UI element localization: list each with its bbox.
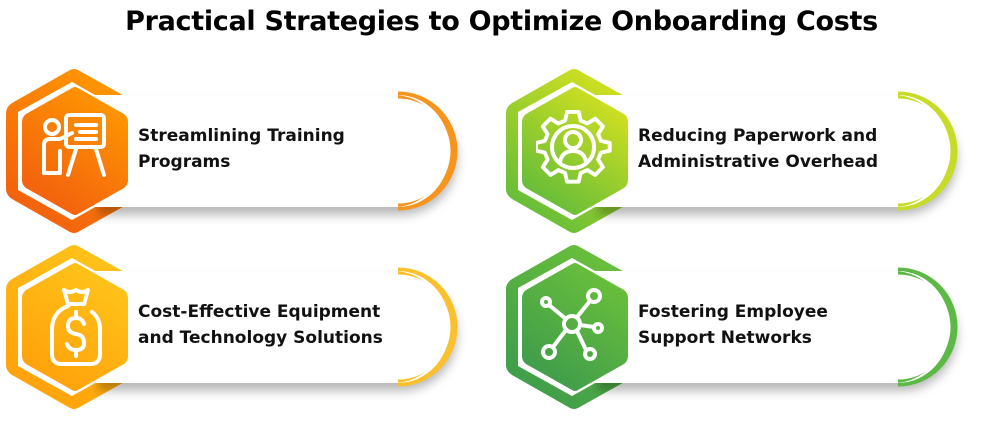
strategy-label-line1: Reducing Paperwork and: [638, 126, 878, 146]
strategy-card-training: Streamlining Training Programs: [0, 66, 470, 236]
strategy-card-support-networks: Fostering Employee Support Networks: [500, 242, 970, 412]
strategy-label-line2: and Technology Solutions: [138, 328, 383, 348]
strategy-label-line2: Administrative Overhead: [638, 152, 879, 172]
strategy-label-line1: Fostering Employee: [638, 302, 828, 322]
strategy-label-line2: Programs: [138, 152, 231, 172]
strategy-label-line1: Streamlining Training: [138, 126, 345, 146]
gear-user-icon: [536, 110, 612, 184]
strategy-label: Cost-Effective Equipment and Technology …: [138, 299, 438, 351]
strategy-label-line1: Cost-Effective Equipment: [138, 302, 381, 322]
money-bag-dollar-icon: [50, 288, 102, 366]
strategy-card-paperwork: Reducing Paperwork and Administrative Ov…: [500, 66, 970, 236]
presentation-board-icon: [42, 113, 106, 177]
strategy-label: Reducing Paperwork and Administrative Ov…: [638, 123, 938, 175]
network-nodes-icon: [540, 288, 604, 361]
strategy-card-equipment: Cost-Effective Equipment and Technology …: [0, 242, 470, 412]
strategy-label: Streamlining Training Programs: [138, 123, 438, 175]
strategy-label-line2: Support Networks: [638, 328, 812, 348]
strategy-label: Fostering Employee Support Networks: [638, 299, 938, 351]
page-title: Practical Strategies to Optimize Onboard…: [125, 6, 878, 37]
